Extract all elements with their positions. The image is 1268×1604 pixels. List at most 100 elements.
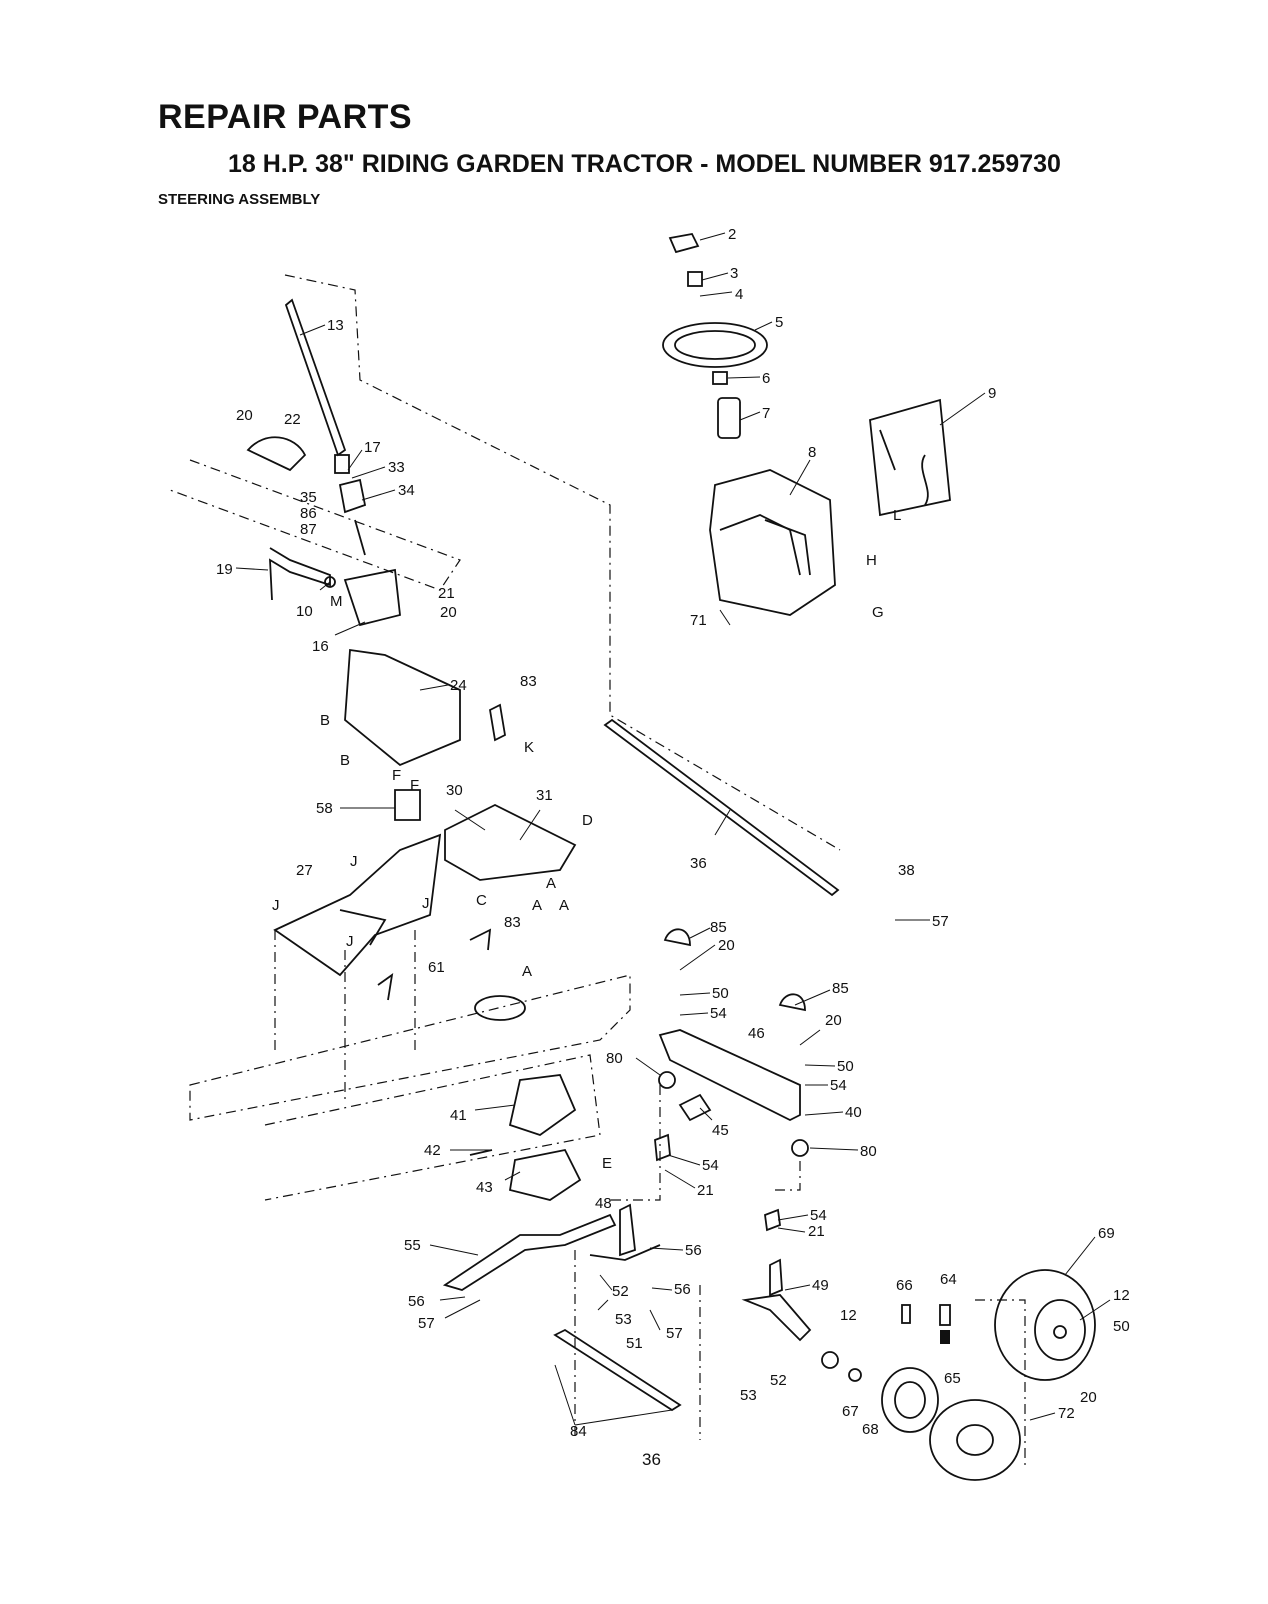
callout: 12 bbox=[840, 1307, 857, 1324]
callout: 71 bbox=[690, 612, 707, 629]
ref-letter: A bbox=[522, 963, 532, 980]
callout: 87 bbox=[300, 521, 317, 538]
callout: 57 bbox=[418, 1315, 435, 1332]
callout: 34 bbox=[398, 482, 415, 499]
callout: 21 bbox=[697, 1182, 714, 1199]
model-subtitle: 18 H.P. 38" RIDING GARDEN TRACTOR - MODE… bbox=[228, 150, 1061, 178]
callout: 54 bbox=[710, 1005, 727, 1022]
callout: 20 bbox=[1080, 1389, 1097, 1406]
page-number: 36 bbox=[642, 1450, 661, 1469]
callout: 12 bbox=[1113, 1287, 1130, 1304]
ref-letter: G bbox=[872, 604, 884, 621]
callout: 50 bbox=[1113, 1318, 1130, 1335]
callout: 68 bbox=[862, 1421, 879, 1438]
page-title: REPAIR PARTS bbox=[158, 98, 413, 136]
ref-letter: A bbox=[546, 875, 556, 892]
reference-letters: M B B F F J J J J C D A A A A K H G L E bbox=[272, 507, 901, 1172]
ref-letter: J bbox=[272, 897, 280, 914]
ref-letter: K bbox=[524, 739, 534, 756]
callout: 42 bbox=[424, 1142, 441, 1159]
callout: 50 bbox=[712, 985, 729, 1002]
dash-console bbox=[709, 398, 951, 616]
callout: 13 bbox=[327, 317, 344, 334]
callout: 67 bbox=[842, 1403, 859, 1420]
ref-letter: F bbox=[410, 777, 419, 794]
callout: 9 bbox=[988, 385, 996, 402]
ref-letter: A bbox=[559, 897, 569, 914]
ref-letter: D bbox=[582, 812, 593, 829]
callout: 54 bbox=[830, 1077, 847, 1094]
callout: 8 bbox=[808, 444, 816, 461]
callout: 35 bbox=[300, 489, 317, 506]
callout: 56 bbox=[408, 1293, 425, 1310]
callout: 7 bbox=[762, 405, 770, 422]
callout: 40 bbox=[845, 1104, 862, 1121]
callout: 10 bbox=[296, 603, 313, 620]
ref-letter: F bbox=[392, 767, 401, 784]
callout: 83 bbox=[504, 914, 521, 931]
callout: 46 bbox=[748, 1025, 765, 1042]
callout: 3 bbox=[730, 265, 738, 282]
callout: 58 bbox=[316, 800, 333, 817]
callout: 31 bbox=[536, 787, 553, 804]
callout: 53 bbox=[615, 1311, 632, 1328]
callout: 54 bbox=[810, 1207, 827, 1224]
callout: 27 bbox=[296, 862, 313, 879]
callout: 33 bbox=[388, 459, 405, 476]
callout: 6 bbox=[762, 370, 770, 387]
ref-letter: L bbox=[893, 507, 901, 524]
callout: 50 bbox=[837, 1058, 854, 1075]
callout: 84 bbox=[570, 1423, 587, 1440]
callout: 43 bbox=[476, 1179, 493, 1196]
callout: 83 bbox=[520, 673, 537, 690]
callout: 22 bbox=[284, 411, 301, 428]
callout: 57 bbox=[666, 1325, 683, 1342]
ref-letter: A bbox=[532, 897, 542, 914]
callout: 20 bbox=[825, 1012, 842, 1029]
ref-letter: C bbox=[476, 892, 487, 909]
callout: 48 bbox=[595, 1195, 612, 1212]
callout: 86 bbox=[300, 505, 317, 522]
callout: 57 bbox=[932, 913, 949, 930]
callout: 55 bbox=[404, 1237, 421, 1254]
ref-letter: J bbox=[422, 895, 430, 912]
section-heading: STEERING ASSEMBLY bbox=[158, 191, 321, 208]
front-axle bbox=[442, 928, 812, 1412]
ref-letter: M bbox=[330, 593, 343, 610]
drag-link bbox=[603, 718, 840, 897]
callout: 20 bbox=[718, 937, 735, 954]
ref-letter: J bbox=[346, 933, 354, 950]
callout: 54 bbox=[702, 1157, 719, 1174]
callout: 45 bbox=[712, 1122, 729, 1139]
callout: 49 bbox=[812, 1277, 829, 1294]
callout: 4 bbox=[735, 286, 743, 303]
callout: 52 bbox=[612, 1283, 629, 1300]
callout: 61 bbox=[428, 959, 445, 976]
callout: 65 bbox=[944, 1370, 961, 1387]
callout: 20 bbox=[440, 604, 457, 621]
callout: 53 bbox=[740, 1387, 757, 1404]
wheel bbox=[821, 1269, 1096, 1481]
callout: 2 bbox=[728, 226, 736, 243]
ref-letter: B bbox=[320, 712, 330, 729]
dashed-boundaries bbox=[169, 274, 1026, 1465]
frame bbox=[469, 995, 582, 1201]
brackets-and-plates bbox=[273, 648, 577, 1001]
ref-letter: E bbox=[602, 1155, 612, 1172]
callout: 69 bbox=[1098, 1225, 1115, 1242]
callout: 51 bbox=[626, 1335, 643, 1352]
callout: 36 bbox=[690, 855, 707, 872]
ref-letter: H bbox=[866, 552, 877, 569]
callout: 30 bbox=[446, 782, 463, 799]
ref-letter: J bbox=[350, 853, 358, 870]
callout: 41 bbox=[450, 1107, 467, 1124]
callout: 52 bbox=[770, 1372, 787, 1389]
steering-shaft bbox=[246, 298, 401, 627]
steering-wheel bbox=[662, 232, 768, 439]
leader-lines bbox=[235, 232, 1111, 1426]
callout: 85 bbox=[710, 919, 727, 936]
callout: 5 bbox=[775, 314, 783, 331]
callout: 80 bbox=[606, 1050, 623, 1067]
callout: 80 bbox=[860, 1143, 877, 1160]
